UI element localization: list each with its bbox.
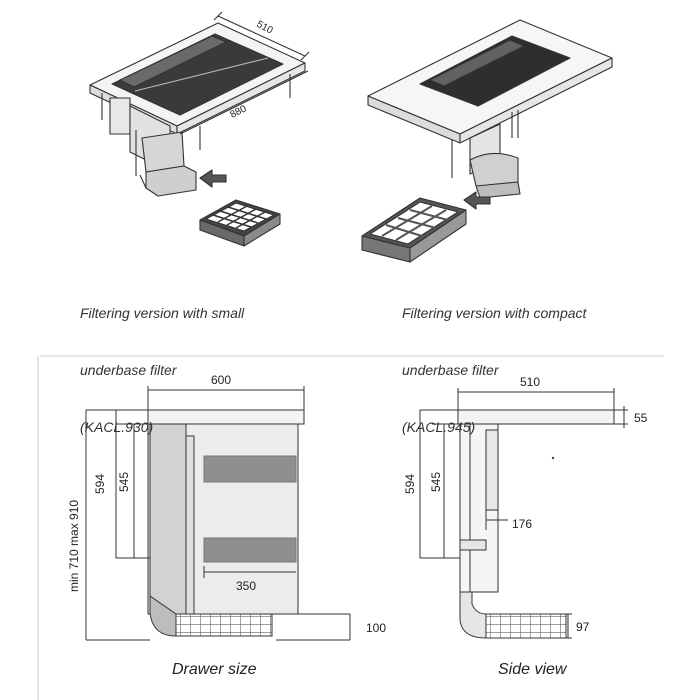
drawer-545-label: 545 xyxy=(117,472,131,492)
stray-dot xyxy=(551,456,555,460)
caption-line: underbase filter xyxy=(80,362,177,378)
side-view-title: Side view xyxy=(498,661,568,678)
drawer-350-label: 350 xyxy=(236,579,256,593)
drawer-594-label: 594 xyxy=(93,474,107,494)
side-97-label: 97 xyxy=(576,620,590,634)
side-545-label: 545 xyxy=(429,472,443,492)
caption-line: underbase filter xyxy=(402,362,499,378)
drawer-size-title: Drawer size xyxy=(172,661,257,678)
drawer-minmax-label: min 710 max 910 xyxy=(67,500,81,592)
side-view-drawing xyxy=(419,388,628,639)
side-594-label: 594 xyxy=(403,474,417,494)
iso-hob-small-filter xyxy=(89,11,310,247)
side-176-label: 176 xyxy=(512,517,532,531)
caption-line: Filtering version with small xyxy=(80,305,245,321)
caption-line: (KACL.930) xyxy=(80,419,154,435)
caption-compact-filter: Filtering version with compact underbase… xyxy=(402,266,586,456)
iso-hob-compact-filter xyxy=(361,19,613,263)
caption-small-filter: Filtering version with small underbase f… xyxy=(80,266,244,456)
drawer-100-label: 100 xyxy=(366,621,386,635)
caption-line: (KACL.945) xyxy=(402,419,476,435)
caption-line: Filtering version with compact xyxy=(402,305,587,321)
side-width-label: 510 xyxy=(520,375,540,389)
drawer-size-drawing xyxy=(85,386,351,641)
drawer-width-label: 600 xyxy=(211,373,231,387)
side-top-label: 55 xyxy=(634,411,648,425)
